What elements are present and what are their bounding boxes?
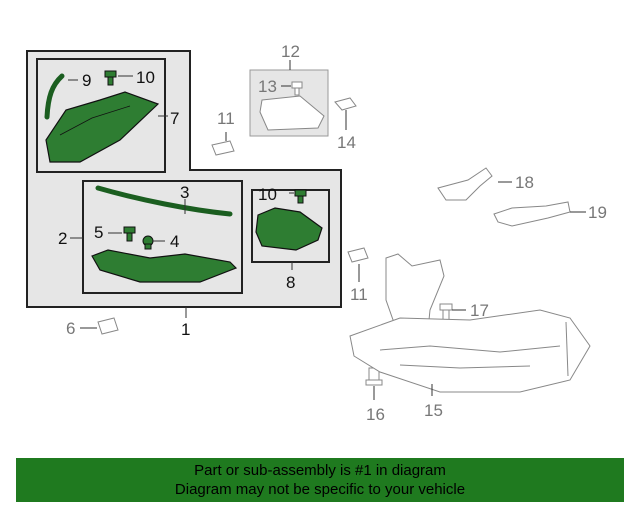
part-12-bracket bbox=[259, 95, 325, 131]
callout-19: 19 bbox=[588, 203, 607, 222]
callout-10-lower: 10 bbox=[258, 185, 277, 204]
part-10-clip-upper bbox=[104, 70, 117, 86]
part-7-cover bbox=[45, 91, 160, 163]
callout-6: 6 bbox=[66, 319, 75, 338]
info-banner: Part or sub-assembly is #1 in diagram Di… bbox=[16, 458, 624, 502]
callout-7: 7 bbox=[170, 109, 179, 128]
callout-8: 8 bbox=[286, 273, 295, 292]
part-5-clip bbox=[123, 226, 136, 242]
part-9-seal bbox=[44, 73, 65, 120]
callout-11-lower: 11 bbox=[350, 285, 368, 304]
callout-3: 3 bbox=[180, 183, 189, 202]
part-4-clip bbox=[142, 235, 154, 250]
callout-15: 15 bbox=[424, 401, 443, 420]
banner-line-2: Diagram may not be specific to your vehi… bbox=[174, 481, 466, 498]
callout-4: 4 bbox=[170, 232, 179, 251]
callout-11-upper: 11 bbox=[217, 109, 235, 128]
callout-18: 18 bbox=[515, 173, 534, 192]
part-14-clip bbox=[334, 97, 357, 111]
part-18-bracket bbox=[437, 167, 493, 201]
callout-17: 17 bbox=[470, 301, 489, 320]
part-6-clip bbox=[97, 317, 119, 335]
callout-10-upper: 10 bbox=[136, 68, 155, 87]
callout-2: 2 bbox=[58, 229, 67, 248]
callout-1: 1 bbox=[181, 320, 190, 339]
callout-14: 14 bbox=[337, 133, 356, 152]
leader-lines bbox=[68, 60, 586, 400]
part-2-cover bbox=[91, 249, 238, 283]
part-3-strip bbox=[95, 185, 233, 217]
callout-16: 16 bbox=[366, 405, 385, 424]
callout-9: 9 bbox=[82, 71, 91, 90]
part-8-cover bbox=[255, 207, 323, 251]
part-15-undercover bbox=[349, 253, 591, 393]
part-11-clip-lower bbox=[347, 247, 369, 263]
part-11-clip-upper bbox=[211, 140, 235, 156]
callout-5: 5 bbox=[94, 223, 103, 242]
part-10-clip-lower bbox=[294, 189, 307, 204]
callout-13: 13 bbox=[258, 77, 277, 96]
banner-line-1: Part or sub-assembly is #1 in diagram bbox=[194, 462, 446, 479]
callout-12: 12 bbox=[281, 42, 300, 61]
part-19-bracket bbox=[493, 201, 571, 227]
part-13-clip bbox=[291, 81, 303, 96]
